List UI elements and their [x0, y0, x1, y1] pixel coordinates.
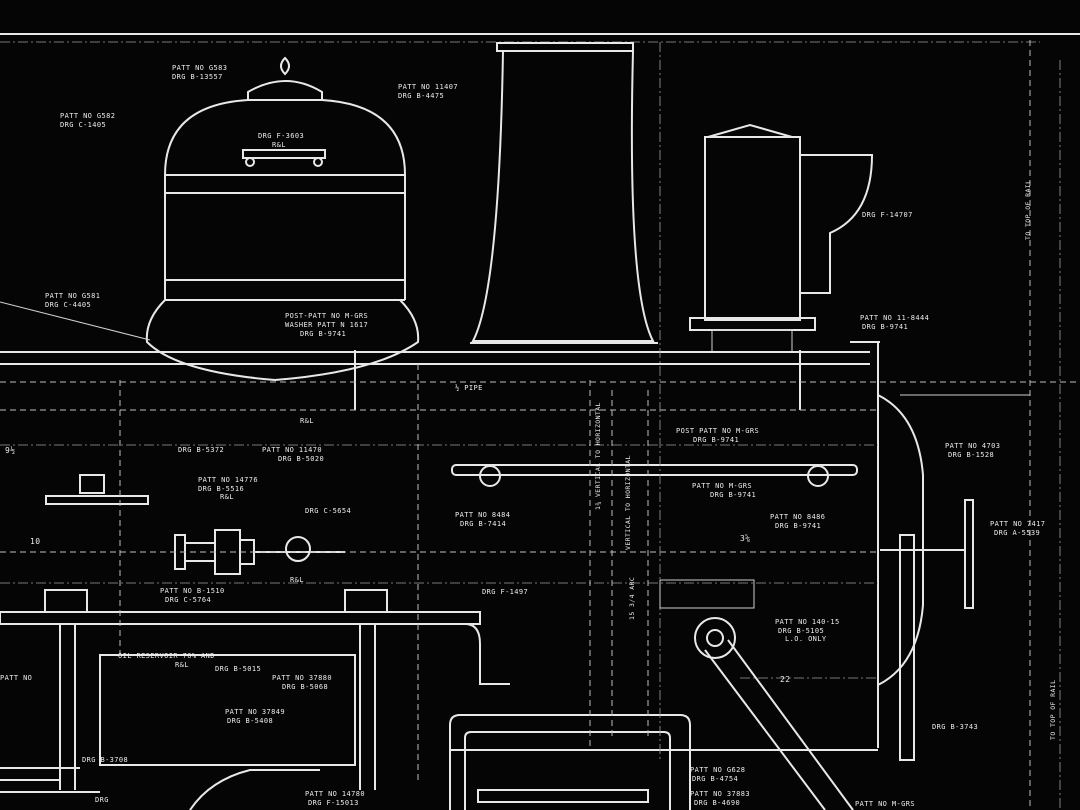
- label-res-rl: R&L: [175, 661, 189, 669]
- box-component: [689, 123, 874, 353]
- label-patt-r1: PATT NO M-GRS: [692, 482, 752, 490]
- label-left-drg: DRG C-1405: [60, 121, 106, 129]
- label-drg-left-bot: DRG: [95, 796, 109, 804]
- label-reservoir: OIL RESERVOIR 70% AND: [118, 652, 215, 660]
- label-drg-8486: DRG B-9741: [775, 522, 821, 530]
- valve-wheel: [880, 499, 974, 761]
- label-drg-res2: DRG B-5068: [282, 683, 328, 691]
- label-res-drg: DRG B-5015: [215, 665, 261, 673]
- label-drg-far: DRG A-5539: [994, 529, 1040, 537]
- label-post-patt: POST-PATT NO M-GRS: [285, 312, 368, 320]
- left-mechanism: [0, 474, 510, 790]
- label-patt-1510: PATT NO B-1510: [160, 587, 225, 595]
- label-stack-patt: PATT NO 11407: [398, 83, 458, 91]
- label-stack-drg: DRG B-4475: [398, 92, 444, 100]
- label-rl-valve: R&L: [290, 576, 304, 584]
- crank-lever: [694, 617, 854, 810]
- label-patt-37883: PATT NO 37883: [690, 790, 750, 798]
- label-vert-center2: VERTICAL TO HORIZONTAL: [624, 455, 632, 550]
- label-drg-r1: DRG B-9741: [710, 491, 756, 499]
- label-post-drg2: DRG B-9741: [693, 436, 739, 444]
- label-drg-rr: DRG B-1528: [948, 451, 994, 459]
- label-drg-b5372: DRG B-5372: [178, 446, 224, 454]
- label-patt-m2: PATT NO M-GRS: [855, 800, 915, 808]
- label-patt-right-top: PATT NO 11-8444: [860, 314, 929, 322]
- construction-lines: [0, 40, 1080, 810]
- label-drg-b5020: DRG B-5020: [278, 455, 324, 463]
- label-patt-res3: PATT NO 37849: [225, 708, 285, 716]
- label-washer-patt: WASHER PATT N 1617: [285, 321, 368, 329]
- label-dome-drg: DRG B-13557: [172, 73, 223, 81]
- label-patt-g628: PATT NO G628: [690, 766, 745, 774]
- label-drg-res3: DRG B-5408: [227, 717, 273, 725]
- label-patt-rr: PATT NO 4703: [945, 442, 1000, 450]
- stack-pipe: [470, 42, 658, 344]
- label-pipe: ½ PIPE: [455, 384, 483, 392]
- label-drg-c5764: DRG C-5764: [165, 596, 211, 604]
- label-drg-f1497: DRG F-1497: [482, 588, 528, 596]
- label-patt-bot: PATT NO 14780: [305, 790, 365, 798]
- label-drg-4690: DRG B-4690: [694, 799, 740, 807]
- label-rl-left: R&L: [220, 493, 234, 501]
- sand-dome: [145, 56, 420, 382]
- label-left-patt: PATT NO G582: [60, 112, 115, 120]
- label-dome-drgf: DRG F-3603: [258, 132, 304, 140]
- label-side-bot: TO TOP OF RAIL: [1049, 680, 1057, 740]
- label-washer-drg: DRG B-9741: [300, 330, 346, 338]
- tank-body: [0, 341, 924, 751]
- label-arc: 15 3/4 ARC: [628, 577, 636, 620]
- label-dim-336: 3⅝: [740, 534, 750, 543]
- label-drg-bot: DRG F-15013: [308, 799, 359, 807]
- inner-rod: [451, 464, 858, 487]
- label-drg-f14707: DRG F-14707: [862, 211, 913, 219]
- label-side-top: TO TOP OF RAIL: [1024, 180, 1032, 240]
- label-patt-left-mid: PATT NO 11470: [262, 446, 322, 454]
- label-patt-left-cut: PATT NO: [0, 674, 32, 682]
- label-dim-22: 22: [780, 675, 790, 684]
- label-drg-mid: DRG B-7414: [460, 520, 506, 528]
- label-drg-c: DRG C-5654: [305, 507, 351, 515]
- label-dim-10: 10: [30, 537, 40, 546]
- label-dim-9half: 9½: [5, 445, 15, 455]
- label-patt-14015: PATT NO 140-15: [775, 618, 840, 626]
- label-patt-mid: PATT NO 8484: [455, 511, 510, 519]
- label-dome-patt: PATT NO G583: [172, 64, 227, 72]
- label-patt-14776: PATT NO 14776: [198, 476, 258, 484]
- label-lo-only: L.O. ONLY: [785, 635, 827, 643]
- label-dome-rl: R&L: [272, 141, 286, 149]
- slant-line: [0, 301, 151, 341]
- bottom-components: [0, 714, 691, 810]
- label-drg-b3708: DRG B-3708: [82, 756, 128, 764]
- label-vert-center: 1¾ VERTICAL TO HORIZONTAL: [594, 402, 602, 510]
- labels: PATT NO G583 DRG B-13557 PATT NO G582 DR…: [0, 64, 1057, 808]
- label-left2-patt: PATT NO G581: [45, 292, 100, 300]
- label-drg-4754: DRG B-4754: [692, 775, 738, 783]
- label-patt-res2: PATT NO 37880: [272, 674, 332, 682]
- label-patt-8486: PATT NO 8486: [770, 513, 825, 521]
- label-drg-right-top: DRG B-9741: [862, 323, 908, 331]
- label-post-patt2: POST PATT NO M-GRS: [676, 427, 759, 435]
- label-patt-far: PATT NO 7417: [990, 520, 1045, 528]
- label-drg-5105: DRG B-5105: [778, 627, 824, 635]
- label-left2-drg: DRG C-4405: [45, 301, 91, 309]
- label-drg-b5516: DRG B-5516: [198, 485, 244, 493]
- label-drg-b3743: DRG B-3743: [932, 723, 978, 731]
- label-rl-center: R&L: [300, 417, 314, 425]
